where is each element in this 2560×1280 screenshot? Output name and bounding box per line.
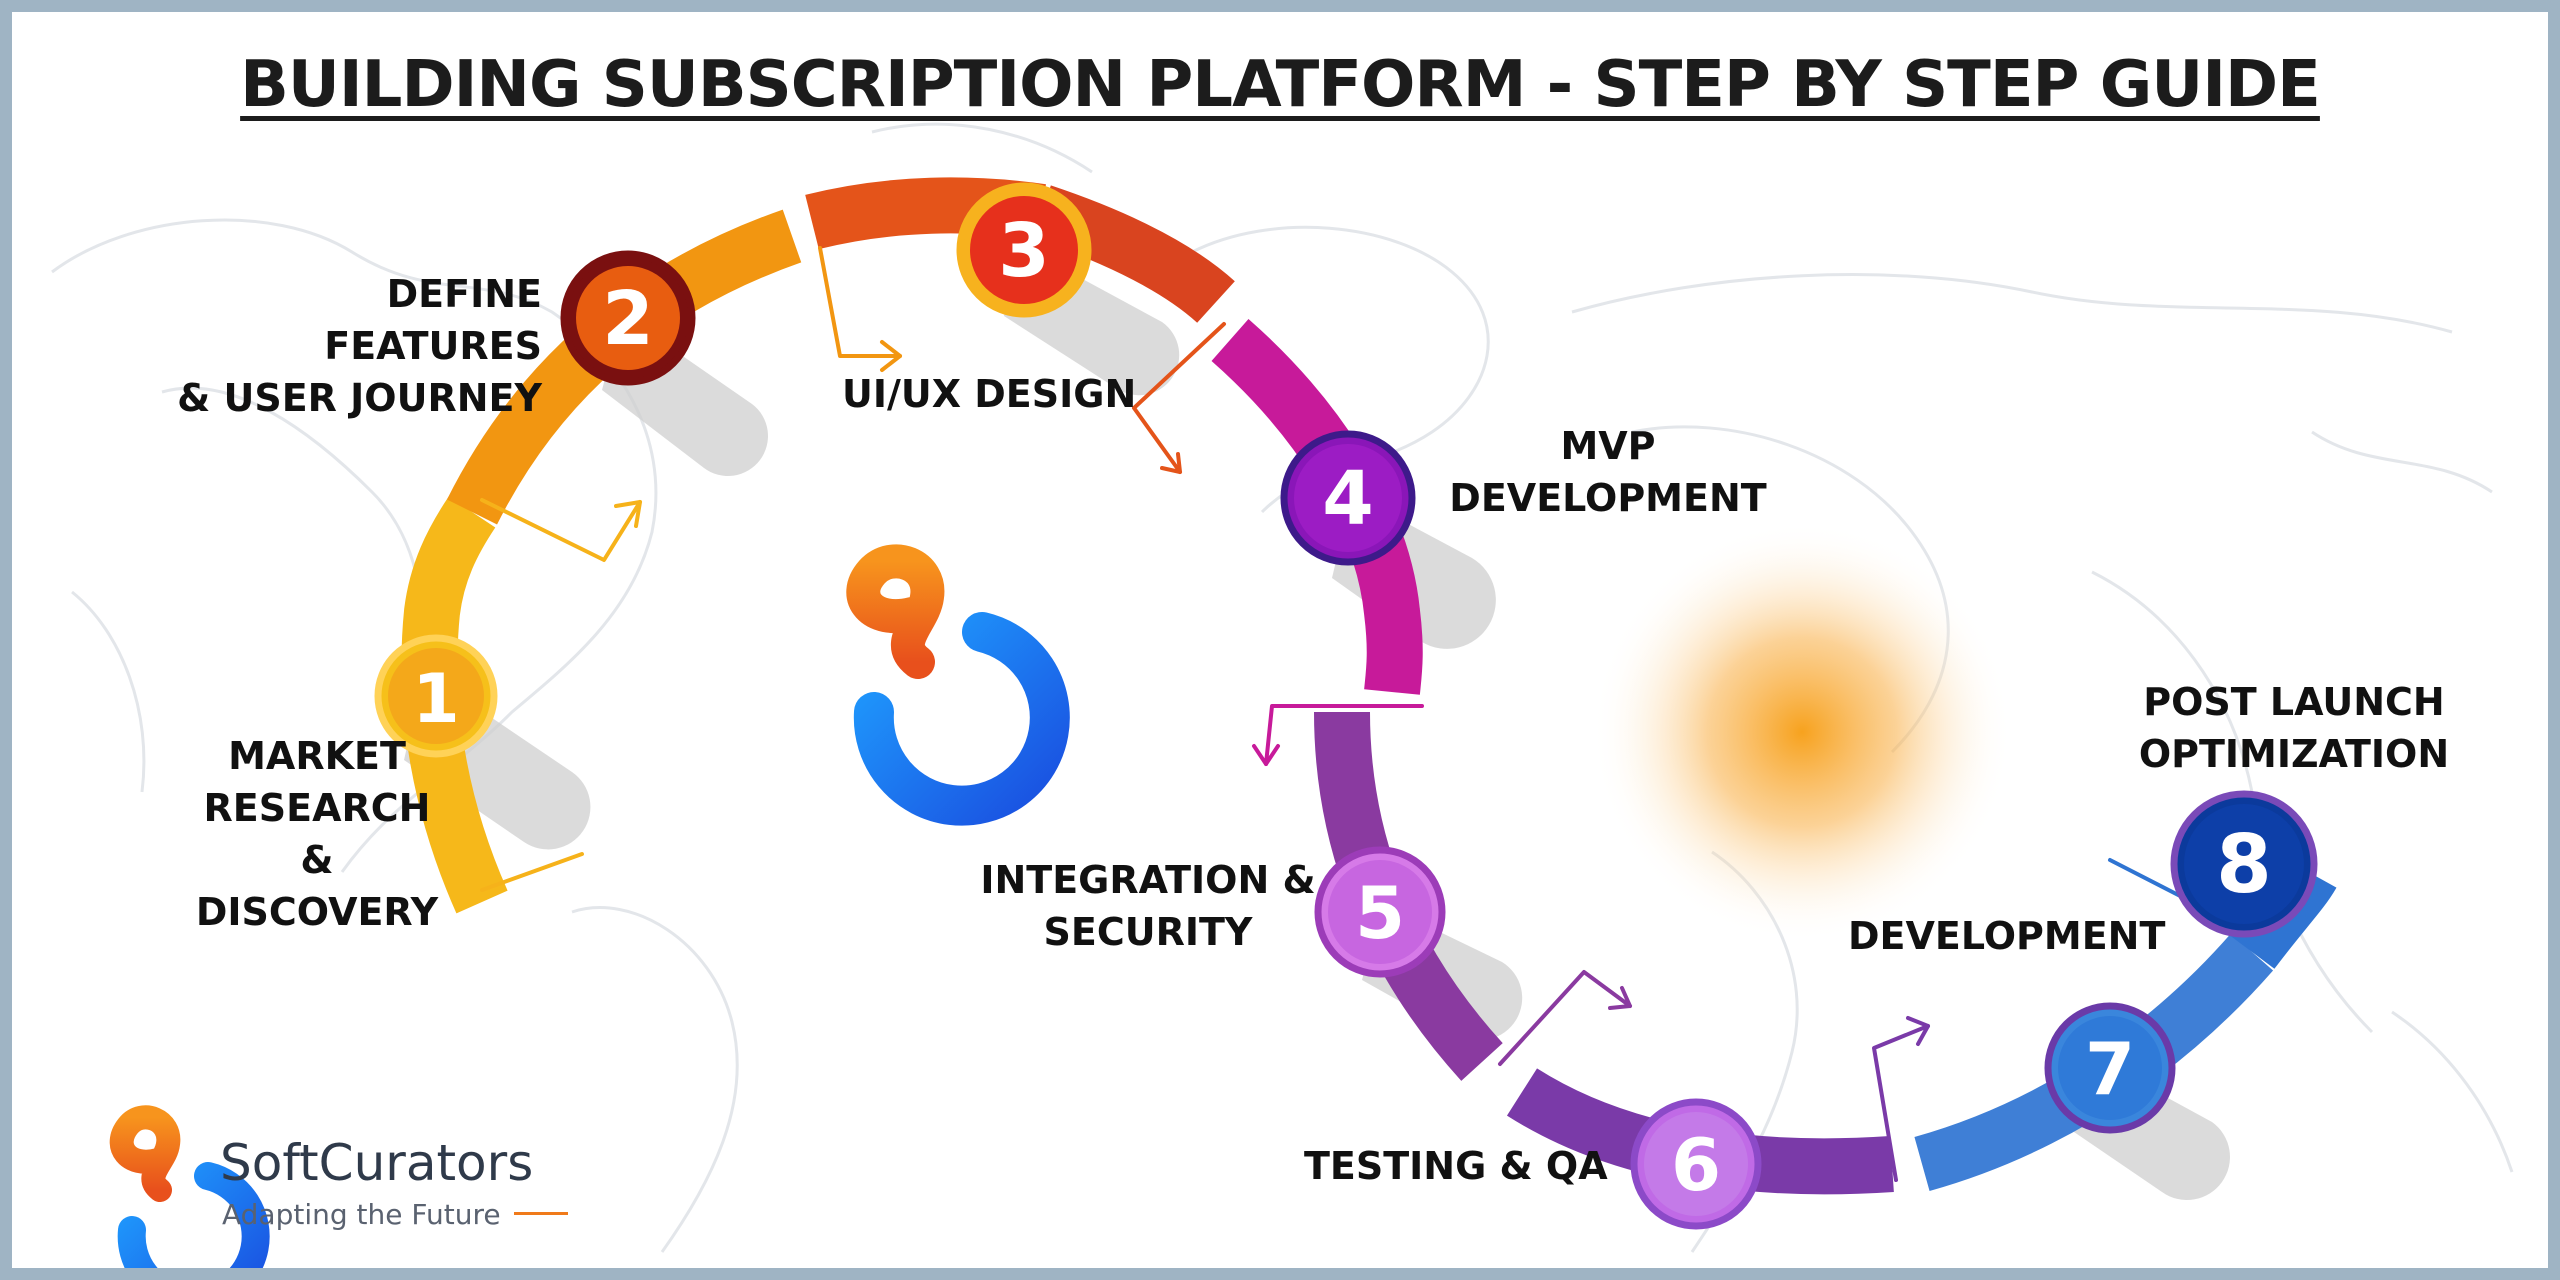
step-number-2: 2 [602, 276, 654, 362]
arrow-4-5 [1252, 704, 1424, 766]
step-number-4: 4 [1322, 456, 1374, 542]
step-number-1: 1 [412, 660, 459, 739]
step-8-marker [2170, 790, 2318, 938]
arrow-6-7 [1872, 1016, 1930, 1182]
step-3-marker [956, 182, 1092, 318]
arrow-3-4 [1132, 322, 1226, 474]
step-6-marker [1630, 1098, 1762, 1230]
step-1-marker [374, 634, 498, 758]
arrow-7-8 [2108, 858, 2190, 902]
brand-logo-icon [109, 1105, 270, 1268]
step-markers [374, 182, 2318, 1230]
orange-glow [1592, 522, 2012, 942]
step-number-8: 8 [2216, 818, 2272, 911]
step-2-marker [560, 250, 696, 386]
step-label-8: POST LAUNCH OPTIMIZATION [2138, 680, 2450, 776]
arrow-1-2 [480, 498, 642, 892]
arrow-5-6 [1498, 970, 1632, 1066]
softcurators-s-icon [846, 544, 1070, 826]
arrow-2-3 [818, 246, 902, 372]
step-number-5: 5 [1355, 871, 1405, 955]
brand-name: SoftCurators [220, 1134, 534, 1192]
step-7-marker [2044, 1002, 2176, 1134]
step-number-6: 6 [1671, 1123, 1721, 1207]
step-label-3: UI/UX DESIGN [842, 372, 1137, 416]
page-title: BUILDING SUBSCRIPTION PLATFORM - STEP BY… [240, 48, 2321, 122]
step-5-marker [1314, 846, 1446, 978]
step-path [401, 177, 2337, 1195]
brand-tagline-underline [514, 1212, 568, 1215]
path-arrows [480, 246, 2190, 1182]
step-label-2: DEFINE FEATURES & USER JOURNEY [177, 272, 542, 420]
step-4-marker [1280, 430, 1416, 566]
step-label-7: DEVELOPMENT [1848, 914, 2166, 958]
step-label-4: MVP DEVELOPMENT [1449, 424, 1767, 520]
infographic-canvas: 1 2 3 4 5 6 7 8 BUILDING SUBSCRIPTION PL… [12, 12, 2548, 1268]
step-number-7: 7 [2085, 1027, 2135, 1111]
step-label-5: INTEGRATION & SECURITY [980, 858, 1316, 954]
step-number-3: 3 [998, 208, 1050, 294]
diagram-graphics: 1 2 3 4 5 6 7 8 [51, 122, 2514, 1268]
step-label-1: MARKET RESEARCH & DISCOVERY [195, 734, 439, 934]
step-label-6: TESTING & QA [1304, 1144, 1608, 1188]
brand-tagline: Adapting the Future [222, 1198, 501, 1231]
